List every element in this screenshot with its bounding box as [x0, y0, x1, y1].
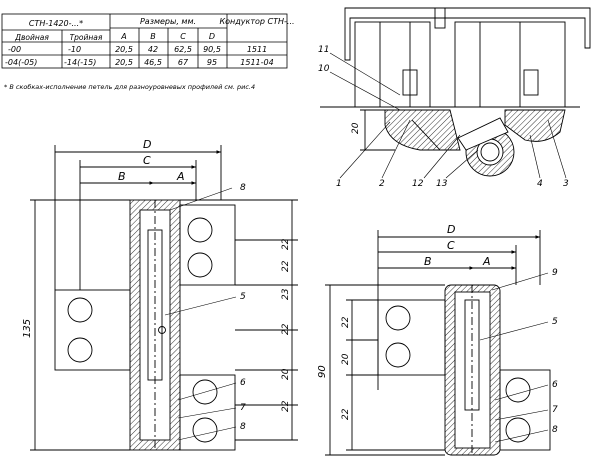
- right-left-dim: 20: [341, 353, 351, 365]
- left-right-dim: 22: [281, 238, 291, 250]
- top-leaders: [329, 52, 567, 179]
- callout-1: 1: [336, 179, 342, 189]
- right-callout-8: 8: [552, 425, 558, 435]
- spec-table: [1, 13, 288, 69]
- right-dim-a: A: [482, 255, 491, 268]
- svg-text:95: 95: [207, 58, 217, 67]
- table-double-header: Двойная: [14, 33, 49, 42]
- callout-12: 12: [412, 179, 424, 189]
- right-callout-5: 5: [552, 317, 558, 327]
- callout-13: 13: [436, 179, 448, 189]
- left-callout-7: 7: [240, 403, 246, 413]
- table-col-d: D: [209, 32, 215, 41]
- svg-text:1511: 1511: [247, 45, 267, 54]
- table-triple-header: Тройная: [70, 33, 103, 42]
- left-dim-d: D: [143, 138, 151, 151]
- left-right-dim: 20: [281, 368, 291, 380]
- left-callout-8b: 8: [240, 422, 246, 432]
- callout-11: 11: [318, 45, 329, 55]
- table-col-b: B: [150, 32, 156, 41]
- table-row: -04(-05) -14(-15) 20,5 46,5 67 95 1511-0…: [5, 58, 274, 67]
- svg-text:46,5: 46,5: [144, 58, 162, 67]
- table-jig-header: Кондуктор СТН-...: [219, 17, 294, 26]
- callout-3: 3: [563, 179, 569, 189]
- right-dim-c: C: [447, 239, 455, 252]
- svg-text:42: 42: [148, 45, 158, 54]
- table-sizes-header: Размеры, мм.: [140, 17, 196, 26]
- svg-text:20,5: 20,5: [115, 58, 133, 67]
- left-right-dim: 22: [281, 260, 291, 272]
- right-hinge-view: [325, 230, 551, 456]
- callout-4: 4: [537, 179, 543, 189]
- table-row: -00 -10 20,5 42 62,5 90,5 1511: [8, 45, 267, 54]
- left-dim-a: A: [176, 170, 185, 183]
- left-callout-5: 5: [240, 292, 246, 302]
- right-callout-7: 7: [552, 405, 558, 415]
- table-product-header: СТН-1420-...*: [29, 19, 83, 28]
- svg-text:20,5: 20,5: [115, 45, 133, 54]
- table-col-c: C: [180, 32, 186, 41]
- left-height-135: 135: [22, 319, 33, 338]
- left-right-dim: 22: [281, 323, 291, 335]
- right-callout-6: 6: [552, 380, 558, 390]
- right-dim-d: D: [447, 223, 455, 236]
- right-dim-b: B: [424, 255, 432, 268]
- right-height-90: 90: [317, 365, 328, 378]
- svg-text:-04(-05): -04(-05): [5, 58, 37, 67]
- svg-text:62,5: 62,5: [174, 45, 192, 54]
- table-col-a: A: [120, 32, 126, 41]
- svg-text:-10: -10: [68, 45, 81, 54]
- top-section-view: [320, 7, 591, 177]
- footnote: * В скобках-исполнение петель для разноу…: [4, 83, 255, 91]
- right-left-dim: 22: [341, 316, 351, 328]
- left-hinge-view: [30, 145, 298, 451]
- left-right-dim: 22: [281, 400, 291, 412]
- right-leaders: [479, 272, 549, 443]
- svg-text:67: 67: [178, 58, 189, 67]
- callout-2: 2: [379, 179, 385, 189]
- left-dim-b: B: [118, 170, 126, 183]
- svg-text:90,5: 90,5: [203, 45, 221, 54]
- top-dim-20: 20: [351, 122, 361, 134]
- left-leaders: [164, 187, 237, 441]
- right-callout-9: 9: [552, 268, 558, 278]
- svg-text:1511-04: 1511-04: [240, 58, 273, 67]
- left-right-dim: 23: [281, 288, 291, 300]
- left-callout-6: 6: [240, 378, 246, 388]
- svg-text:-00: -00: [8, 45, 21, 54]
- svg-text:-14(-15): -14(-15): [64, 58, 96, 67]
- callout-10: 10: [318, 64, 330, 74]
- left-dim-c: C: [143, 154, 151, 167]
- right-left-dim: 22: [341, 408, 351, 420]
- left-callout-8: 8: [240, 183, 246, 193]
